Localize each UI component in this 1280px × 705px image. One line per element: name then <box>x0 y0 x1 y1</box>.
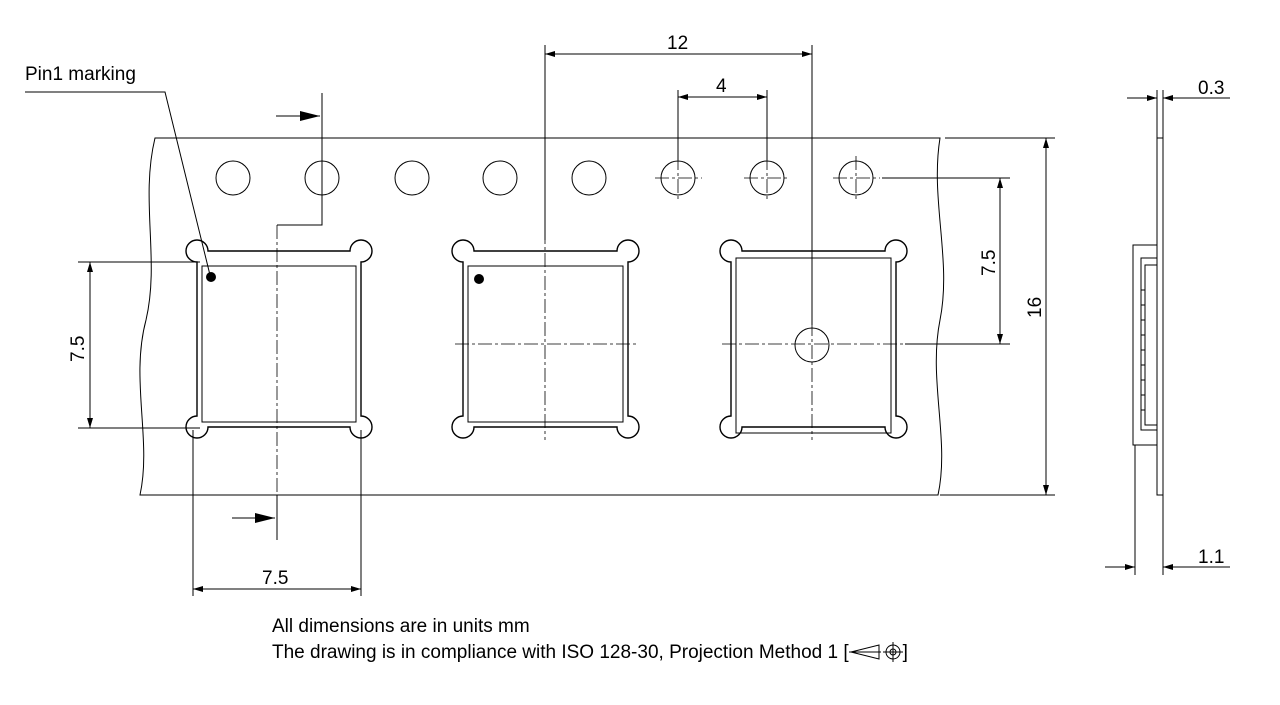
sprocket-hole <box>394 160 430 196</box>
pin1-dot-icon <box>206 272 216 282</box>
pocket-2 <box>451 239 640 439</box>
hole-centerlines <box>655 156 880 200</box>
svg-text:4: 4 <box>716 76 727 97</box>
svg-text:7.5: 7.5 <box>262 568 288 589</box>
dim-pocket-height: 7.5 <box>68 261 200 429</box>
tape-outline <box>139 137 945 496</box>
svg-text:1.1: 1.1 <box>1198 547 1224 568</box>
side-section-view: 0.3 1.1 <box>1105 78 1230 575</box>
svg-text:16: 16 <box>1025 297 1046 318</box>
dim-sprocket-pitch: 4 <box>677 76 768 160</box>
dim-pitch: 12 <box>544 33 813 325</box>
first-angle-projection-icon <box>848 642 903 662</box>
dim-pocket-width: 7.5 <box>192 430 362 596</box>
iso-note: The drawing is in compliance with ISO 12… <box>272 642 908 664</box>
pocket-centerlines <box>276 225 905 540</box>
pin1-leader: Pin1 marking <box>25 64 211 276</box>
pin1-label: Pin1 marking <box>25 64 136 85</box>
sprocket-hole <box>571 160 607 196</box>
iso-note-text: The drawing is in compliance with ISO 12… <box>272 642 849 663</box>
dim-hole-offset: 7.5 <box>882 177 1010 345</box>
sprocket-hole <box>482 160 518 196</box>
svg-text:7.5: 7.5 <box>979 250 1000 276</box>
iso-note-close: ] <box>902 642 908 663</box>
svg-text:12: 12 <box>667 33 688 54</box>
sprocket-hole <box>215 160 251 196</box>
units-note: All dimensions are in units mm <box>272 616 530 637</box>
svg-text:0.3: 0.3 <box>1198 78 1224 99</box>
pocket-1 <box>185 239 373 439</box>
pin1-dot-icon <box>474 274 484 284</box>
pocket-3 <box>719 239 908 439</box>
dim-tape-width: 16 <box>940 137 1055 496</box>
section-cut <box>232 93 323 540</box>
svg-text:7.5: 7.5 <box>68 336 89 362</box>
